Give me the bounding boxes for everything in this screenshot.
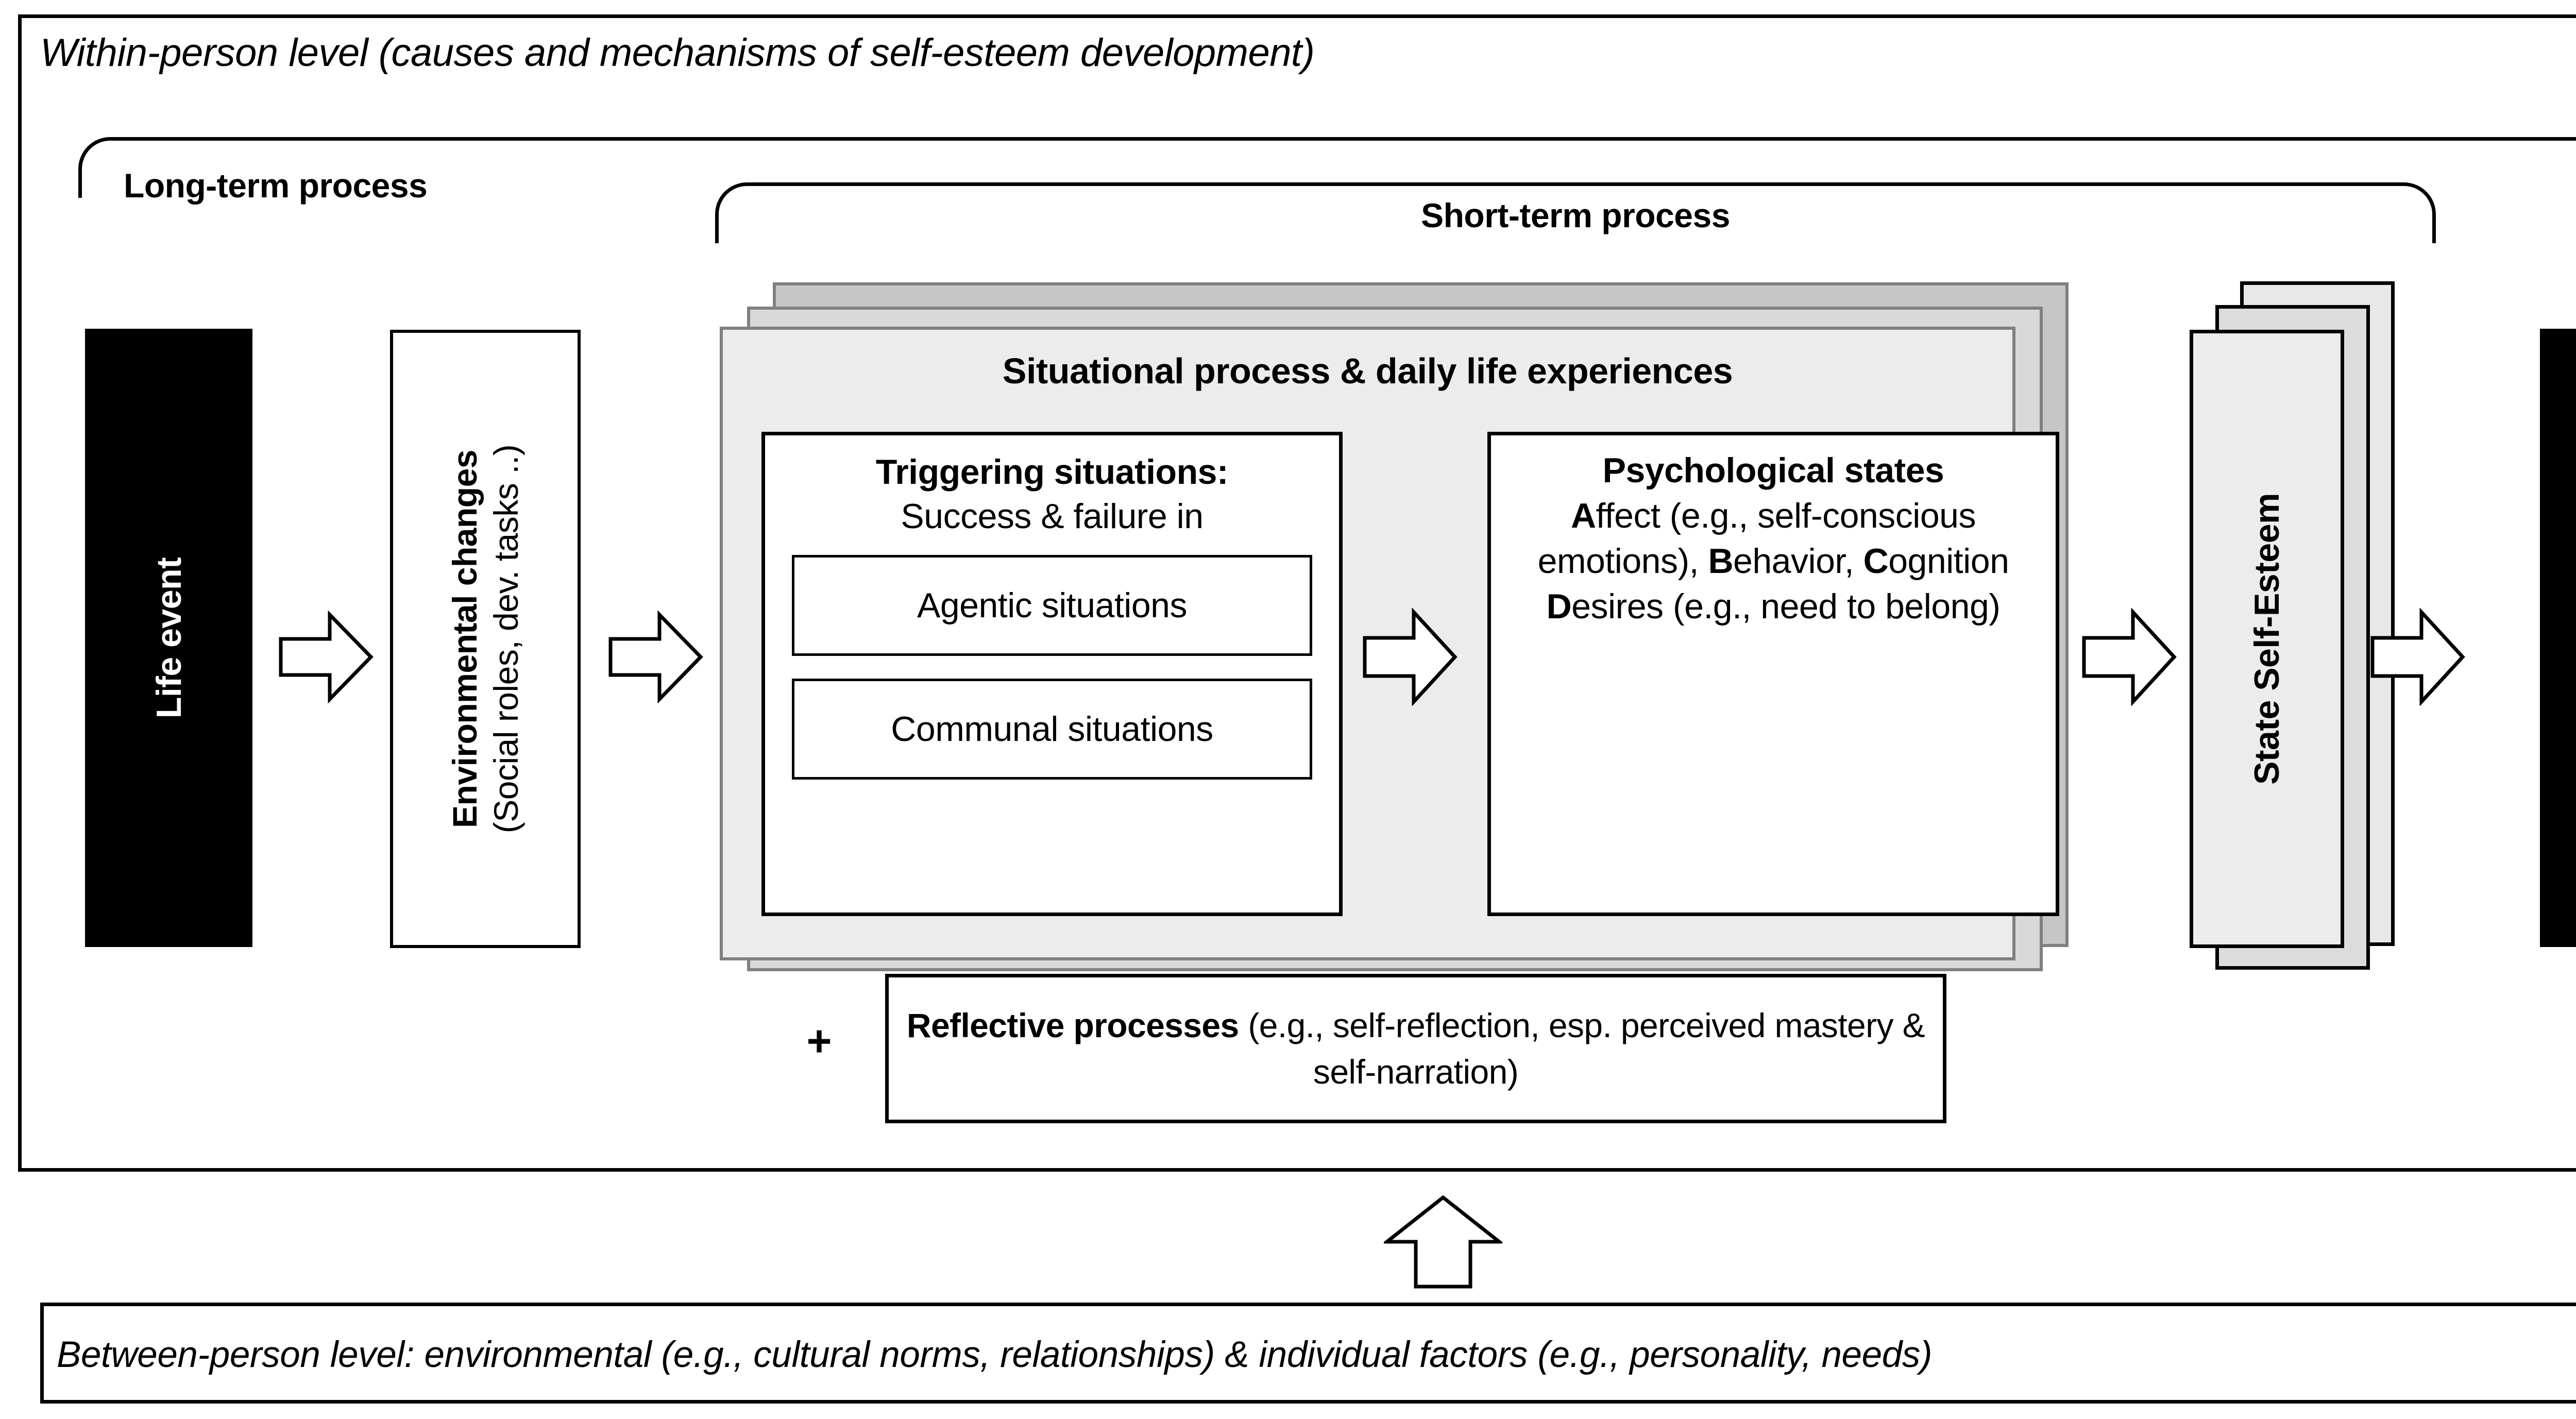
reflective-processes-detail: (e.g., self-reflection, esp. perceived m… bbox=[1239, 1006, 1925, 1091]
arrow-right-icon bbox=[278, 611, 374, 703]
agentic-situations-box[interactable]: Agentic situations bbox=[792, 555, 1312, 656]
reflective-processes-title: Reflective processes bbox=[906, 1006, 1239, 1044]
triggering-situations-box[interactable]: Triggering situations: Success & failure… bbox=[761, 432, 1343, 916]
within-person-level-title: Within-person level (causes and mechanis… bbox=[40, 31, 1315, 75]
psychological-states-title: Psychological states bbox=[1602, 451, 1944, 490]
triggering-situations-subtitle: Success & failure in bbox=[901, 497, 1204, 536]
state-self-esteem-label: State Self-Esteem bbox=[2247, 493, 2286, 785]
arrow-up-icon bbox=[1384, 1194, 1502, 1290]
between-person-level-text: Between-person level: environmental (e.g… bbox=[57, 1334, 1933, 1375]
arrow-right-icon bbox=[2081, 608, 2177, 706]
psychological-states-box[interactable]: Psychological states Affect (e.g., self-… bbox=[1487, 432, 2059, 916]
situational-process-title: Situational process & daily life experie… bbox=[1002, 351, 1733, 391]
environmental-changes-box[interactable]: Environmental changes (Social roles, dev… bbox=[390, 330, 581, 948]
between-person-frame bbox=[40, 1303, 2576, 1404]
environmental-changes-detail: (Social roles, dev. tasks ..) bbox=[487, 444, 525, 834]
short-term-process-label: Short-term process bbox=[1421, 196, 1730, 234]
environmental-changes-text: Environmental changes (Social roles, dev… bbox=[444, 445, 527, 834]
trait-self-esteem-box[interactable]: Trait Self-Esteem bbox=[2540, 329, 2576, 947]
communal-situations-box[interactable]: Communal situations bbox=[792, 679, 1312, 780]
environmental-changes-title: Environmental changes bbox=[446, 449, 484, 829]
reflective-processes-box[interactable]: Reflective processes (e.g., self-reflect… bbox=[885, 974, 1946, 1123]
arrow-right-icon bbox=[2370, 608, 2465, 706]
agentic-situations-label: Agentic situations bbox=[917, 586, 1187, 625]
short-term-process-bracket bbox=[715, 182, 2436, 243]
arrow-right-icon bbox=[608, 611, 703, 703]
life-event-label: Life event bbox=[149, 557, 189, 719]
arrow-right-icon bbox=[1362, 608, 1458, 706]
reflective-processes-text: Reflective processes (e.g., self-reflect… bbox=[901, 1002, 1931, 1095]
state-self-esteem-box[interactable]: State Self-Esteem bbox=[2190, 330, 2344, 948]
triggering-situations-title: Triggering situations: bbox=[875, 452, 1229, 492]
plus-sign: + bbox=[806, 1017, 832, 1065]
long-term-process-bracket bbox=[78, 137, 2576, 198]
communal-situations-label: Communal situations bbox=[891, 710, 1213, 749]
psychological-states-body: Affect (e.g., self-conscious emotions), … bbox=[1537, 496, 2009, 626]
long-term-process-label: Long-term process bbox=[124, 166, 428, 205]
life-event-box[interactable]: Life event bbox=[85, 329, 252, 947]
